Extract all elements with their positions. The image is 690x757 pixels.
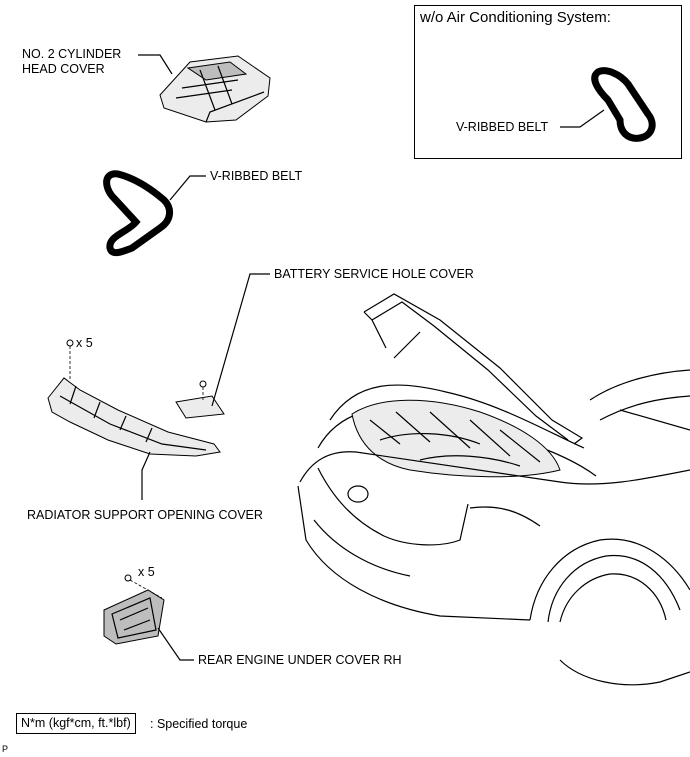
radiator-support-opening-cover-label: RADIATOR SUPPORT OPENING COVER	[27, 508, 263, 522]
footer-mark: P	[2, 744, 9, 754]
cylinder-head-cover-illustration	[159, 55, 271, 123]
v-ribbed-belt-label: V-RIBBED BELT	[210, 169, 303, 183]
battery-service-hole-cover-illustration	[175, 380, 225, 419]
v-ribbed-belt-leader	[169, 175, 206, 201]
radiator-support-cover-leader	[141, 451, 151, 500]
cylinder-head-cover-label-line2: HEAD COVER	[22, 62, 105, 76]
inset-v-ribbed-belt-label: V-RIBBED BELT	[456, 120, 549, 134]
radiator-clip-count: x 5	[76, 336, 93, 350]
torque-unit-legend-box: N*m (kgf*cm, ft.*lbf)	[16, 713, 136, 734]
inset-title: w/o Air Conditioning System:	[420, 9, 611, 26]
cylinder-head-cover-label-line1: NO. 2 CYLINDER	[22, 47, 122, 61]
v-ribbed-belt-illustration	[103, 170, 173, 257]
rear-engine-under-cover-rh-illustration	[103, 589, 165, 645]
rear-engine-under-cover-leader	[157, 627, 194, 661]
inset-panel	[414, 5, 682, 159]
battery-service-hole-cover-label: BATTERY SERVICE HOLE COVER	[274, 267, 474, 281]
radiator-clip-icon	[66, 339, 74, 380]
inset-v-ribbed-belt-leader	[560, 109, 605, 128]
rear-engine-under-cover-rh-label: REAR ENGINE UNDER COVER RH	[198, 653, 402, 667]
cylinder-head-cover-leader	[138, 54, 173, 75]
vehicle-front-illustration	[297, 293, 690, 686]
torque-legend-description: : Specified torque	[150, 717, 248, 731]
inset-v-ribbed-belt-illustration	[591, 67, 656, 142]
radiator-support-opening-cover-illustration	[47, 377, 221, 457]
battery-service-hole-cover-leader	[211, 273, 270, 407]
under-cover-clip-count: x 5	[138, 565, 155, 579]
